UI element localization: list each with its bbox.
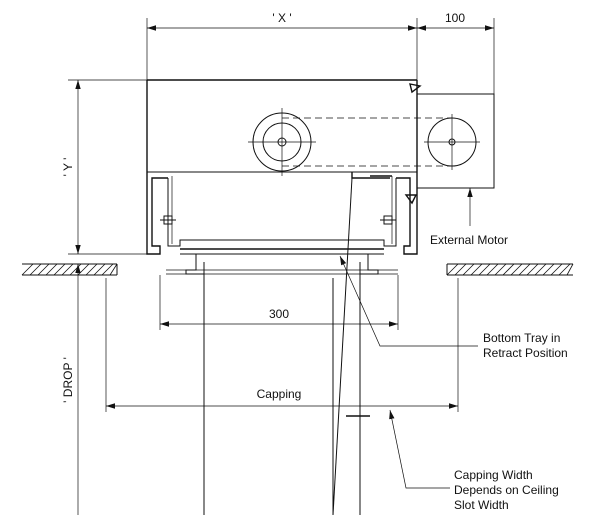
hatch-line: [526, 263, 539, 276]
hatch-line: [542, 263, 555, 276]
dimension-y: ' Y ': [61, 79, 160, 255]
bottom-tray-label-line1: Bottom Tray in: [483, 331, 560, 345]
hatch-line: [53, 263, 66, 276]
hatch-line: [502, 263, 515, 276]
hatch-line: [478, 263, 491, 276]
hatch-line: [37, 263, 50, 276]
dimension-capping: Capping: [105, 278, 459, 412]
hatch-line: [550, 263, 563, 276]
dimension-x: ' X ': [146, 11, 418, 80]
hatch-line: [101, 263, 114, 276]
dimension-100-label: 100: [445, 11, 465, 25]
hatch-line: [518, 263, 531, 276]
hatch-line: [534, 263, 547, 276]
hatch-line: [566, 263, 574, 276]
hatch-line: [494, 263, 507, 276]
dimension-drop: ' DROP ': [61, 264, 81, 515]
capping-width-label-line2: Depends on Ceiling: [454, 483, 559, 497]
ceiling-left: [21, 263, 118, 276]
dimension-300-label: 300: [269, 307, 289, 321]
hatch-line: [558, 263, 571, 276]
dimension-100: 100: [417, 11, 495, 94]
external-motor-label: External Motor: [430, 233, 508, 247]
hatch-line: [29, 263, 42, 276]
hatch-line: [510, 263, 523, 276]
leader-bottom-tray: Bottom Tray in Retract Position: [339, 255, 568, 360]
bottom-tray-label-line2: Retract Position: [483, 346, 568, 360]
hatch-line: [61, 263, 74, 276]
hatch-line: [45, 263, 58, 276]
roller-assembly: [248, 108, 452, 176]
capping-width-label-line1: Capping Width: [454, 468, 533, 482]
hatch-line: [486, 263, 499, 276]
hatch-line: [470, 263, 483, 276]
hatch-line: [109, 263, 118, 276]
hatch-line: [85, 263, 98, 276]
fabric-lines: [203, 177, 370, 515]
ceiling-right: [446, 263, 574, 276]
dimension-y-label: ' Y ': [61, 158, 75, 177]
external-motor: External Motor: [416, 93, 508, 247]
hatch-line: [462, 263, 475, 276]
hatch-line: [446, 263, 459, 276]
bottom-tray: [166, 248, 398, 275]
hatch-line: [93, 263, 106, 276]
cassette-housing: [146, 79, 422, 255]
dimension-x-label: ' X ': [272, 11, 291, 25]
hatch-line: [77, 263, 90, 276]
hatch-line: [454, 263, 467, 276]
dimension-300: 300: [159, 275, 399, 330]
hatch-line: [21, 263, 34, 276]
dimension-drop-label: ' DROP ': [61, 357, 75, 403]
dimension-capping-label: Capping: [257, 387, 302, 401]
capping-width-label-line3: Slot Width: [454, 498, 509, 512]
leader-capping-width: Capping Width Depends on Ceiling Slot Wi…: [389, 409, 559, 512]
